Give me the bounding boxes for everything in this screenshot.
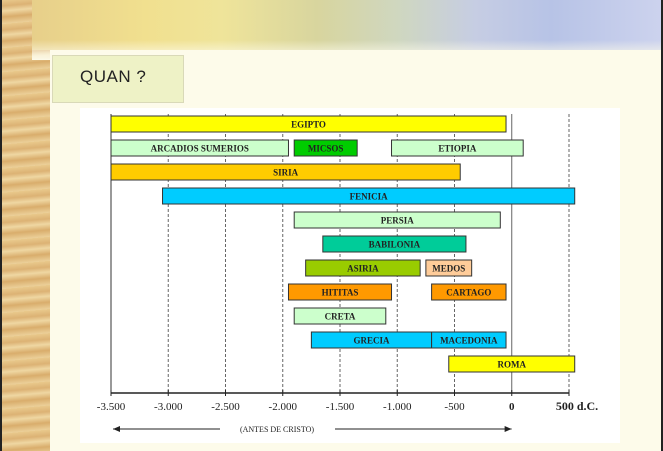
bar-label: MACEDONIA — [440, 336, 498, 346]
bar-label: SIRIA — [273, 168, 299, 178]
x-tick-label: -1.000 — [383, 401, 412, 413]
bar-label: MICSOS — [308, 144, 344, 154]
bar-babilonia — [322, 235, 467, 253]
bar-egipto — [110, 115, 507, 133]
timeline-chart: EGIPTO ARCADIOS SUMERIOS MICSOS ETIOPIA SIRI… — [97, 114, 598, 434]
bar-roma — [448, 355, 576, 373]
bar-medos — [425, 259, 473, 277]
bar-arcadios-sumerios — [110, 139, 289, 157]
bar-label: BABILONIA — [369, 240, 421, 250]
bar-label: HITITAS — [322, 288, 359, 298]
banner-fade — [32, 40, 661, 60]
x-tick-label: -3.000 — [154, 401, 183, 413]
bar-creta — [293, 307, 387, 325]
bar-label: ARCADIOS SUMERIOS — [151, 144, 249, 154]
bar-hititas — [287, 283, 393, 301]
slide-title: QUAN ? — [80, 67, 147, 86]
bar-fenicia — [162, 187, 576, 205]
era-label: (ANTES DE CRISTO) — [240, 425, 314, 434]
x-tick-label: -2.500 — [211, 401, 240, 413]
bar-macedonia — [431, 331, 507, 349]
parchment-strip — [2, 0, 50, 451]
bar-label: GRECIA — [353, 336, 390, 346]
x-tick-label: -1.500 — [326, 401, 355, 413]
x-tick-label: -2.000 — [269, 401, 298, 413]
x-tick-label: -3.500 — [97, 401, 126, 413]
bar-label: EGIPTO — [291, 120, 326, 130]
bar-etiopia — [391, 139, 524, 157]
arrowhead-left — [113, 426, 120, 432]
x-tick-label: 0 — [509, 401, 515, 413]
title-box — [52, 55, 184, 103]
bar-label: FENICIA — [350, 192, 389, 202]
chart-area: EGIPTO ARCADIOS SUMERIOS MICSOS ETIOPIA SIRI… — [80, 108, 620, 443]
arrowhead-right — [504, 426, 512, 432]
bar-label: ETIOPIA — [438, 144, 477, 154]
bar-micsos — [293, 139, 358, 157]
bar-siria — [110, 163, 461, 181]
bar-label: ASIRIA — [347, 264, 379, 274]
bar-label: MEDOS — [432, 264, 465, 274]
bar-label: PERSIA — [381, 216, 415, 226]
bar-label: CRETA — [325, 312, 356, 322]
x-tick-label: -500 — [444, 401, 465, 413]
bar-label: CARTAGO — [446, 288, 491, 298]
x-tick-label: 500 d.C. — [556, 399, 598, 413]
bar-persia — [293, 211, 501, 229]
bar-label: ROMA — [498, 360, 527, 370]
bar-asiria — [305, 259, 421, 277]
bar-cartago — [431, 283, 507, 301]
